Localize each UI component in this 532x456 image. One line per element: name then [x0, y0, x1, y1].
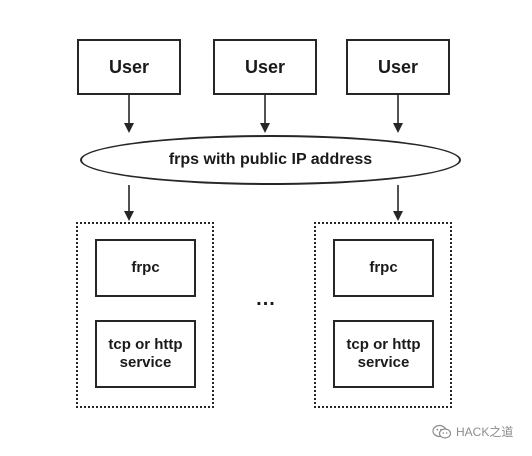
more-clients-ellipsis: ...: [256, 288, 276, 310]
service-box-2: tcp or http service: [333, 320, 434, 388]
frpc-label: frpc: [369, 259, 398, 276]
frpc-label: frpc: [131, 259, 160, 276]
service-box-1: tcp or http service: [95, 320, 196, 388]
user-box-3: User: [346, 39, 450, 95]
watermark: HACK之道: [432, 423, 513, 440]
watermark-text: HACK之道: [456, 425, 514, 439]
client-group-1: [76, 222, 214, 408]
frps-server-node: frps with public IP address: [80, 135, 461, 185]
client-group-2: [314, 222, 452, 408]
service-label: tcp or http service: [346, 336, 421, 371]
service-label: tcp or http service: [108, 336, 183, 371]
user-box-label: User: [108, 56, 150, 77]
frpc-box-1: frpc: [95, 239, 196, 297]
user-box-label: User: [377, 56, 419, 77]
user-box-label: User: [244, 56, 286, 77]
wechat-icon: [432, 424, 452, 439]
user-box-1: User: [77, 39, 181, 95]
user-box-2: User: [213, 39, 317, 95]
frpc-box-2: frpc: [333, 239, 434, 297]
frps-server-label: frps with public IP address: [168, 151, 373, 168]
